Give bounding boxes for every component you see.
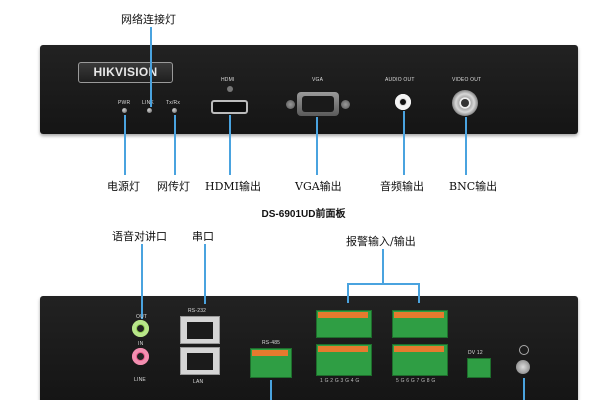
hdmi-screw-icon	[227, 86, 233, 92]
rs232-label: RS-232	[188, 308, 207, 314]
callout-power-led: 电源灯	[107, 180, 140, 193]
audio-rear-in-label: IN	[138, 341, 144, 347]
callout-vga-out: VGA输出	[295, 180, 342, 193]
dv12-label: DV 12	[468, 350, 483, 356]
alarm-right-numbers: 5 G 6 G 7 G 8 G	[396, 378, 436, 384]
callout-hdmi-out: HDMI输出	[205, 180, 262, 193]
ground-symbol-icon	[519, 345, 529, 355]
hikvision-logo: HIKVISION	[78, 62, 173, 83]
vga-pins	[302, 96, 334, 112]
callout-bnc-out: BNC输出	[449, 180, 498, 193]
hdmi-port-label: HDMI	[221, 77, 235, 83]
callout-alarm-io: 报警输入/输出	[346, 235, 416, 248]
rs485-label: RS-485	[262, 340, 281, 346]
hdmi-port[interactable]	[211, 100, 248, 114]
audio-rear-in-hole	[137, 353, 144, 360]
audio-out-jack-hole	[400, 99, 406, 105]
callout-line-ground	[523, 378, 525, 400]
link-led-label: LINK	[142, 100, 154, 106]
callout-line-serial	[204, 244, 206, 304]
rear-panel	[40, 296, 578, 400]
front-panel	[40, 45, 578, 134]
callout-line-audio	[403, 111, 405, 175]
callout-data-led: 网传灯	[157, 180, 190, 193]
callout-line-intercom	[141, 244, 143, 319]
dv12-power-terminal[interactable]	[467, 358, 491, 378]
lan-port-opening	[187, 353, 213, 370]
pwr-led	[122, 108, 127, 113]
txrx-led-label: Tx/Rx	[166, 100, 181, 106]
callout-line-vga	[316, 117, 318, 175]
lan-port[interactable]	[180, 347, 220, 375]
front-panel-caption: DS-6901UD前面板	[261, 209, 346, 220]
callout-line-alarm-right	[418, 283, 420, 303]
audio-out-port-label: AUDIO OUT	[385, 77, 415, 83]
callout-audio-out: 音频输出	[380, 180, 424, 193]
callout-intercom: 语音对讲口	[112, 230, 167, 243]
callout-line-alarm-left	[347, 283, 349, 303]
alarm-terminal-block-1-screws	[318, 312, 368, 318]
callout-line-power-led	[124, 115, 126, 175]
callout-line-hdmi	[229, 115, 231, 175]
audio-rear-out-label: OUT	[136, 314, 148, 320]
callout-line-network-led	[150, 27, 152, 107]
alarm-terminal-block-3-screws	[394, 312, 444, 318]
callout-line-alarm-stem	[382, 249, 384, 283]
vga-port-label: VGA	[312, 77, 324, 83]
callout-line-bnc	[465, 117, 467, 175]
ground-screw[interactable]	[516, 360, 530, 374]
rs232-port-opening	[187, 322, 213, 339]
alarm-terminal-block-4-screws	[394, 346, 444, 352]
rs485-terminal-screws	[252, 350, 288, 356]
callout-line-alarm-bar	[347, 283, 419, 285]
callout-network-led: 网络连接灯	[121, 13, 176, 26]
bnc-port-center	[461, 99, 469, 107]
alarm-terminal-block-2-screws	[318, 346, 368, 352]
vga-screw-right	[341, 100, 350, 109]
alarm-left-numbers: 1 G 2 G 3 G 4 G	[320, 378, 360, 384]
video-out-port-label: VIDEO OUT	[452, 77, 482, 83]
pwr-led-label: PWR	[118, 100, 131, 106]
audio-rear-line-label: LINE	[134, 377, 146, 383]
link-led	[147, 108, 152, 113]
txrx-led	[172, 108, 177, 113]
callout-line-data-led	[174, 115, 176, 175]
audio-rear-out-hole	[137, 325, 144, 332]
lan-label: LAN	[193, 379, 204, 385]
callout-line-rs485	[270, 380, 272, 400]
callout-serial: 串口	[192, 230, 214, 243]
vga-screw-left	[286, 100, 295, 109]
